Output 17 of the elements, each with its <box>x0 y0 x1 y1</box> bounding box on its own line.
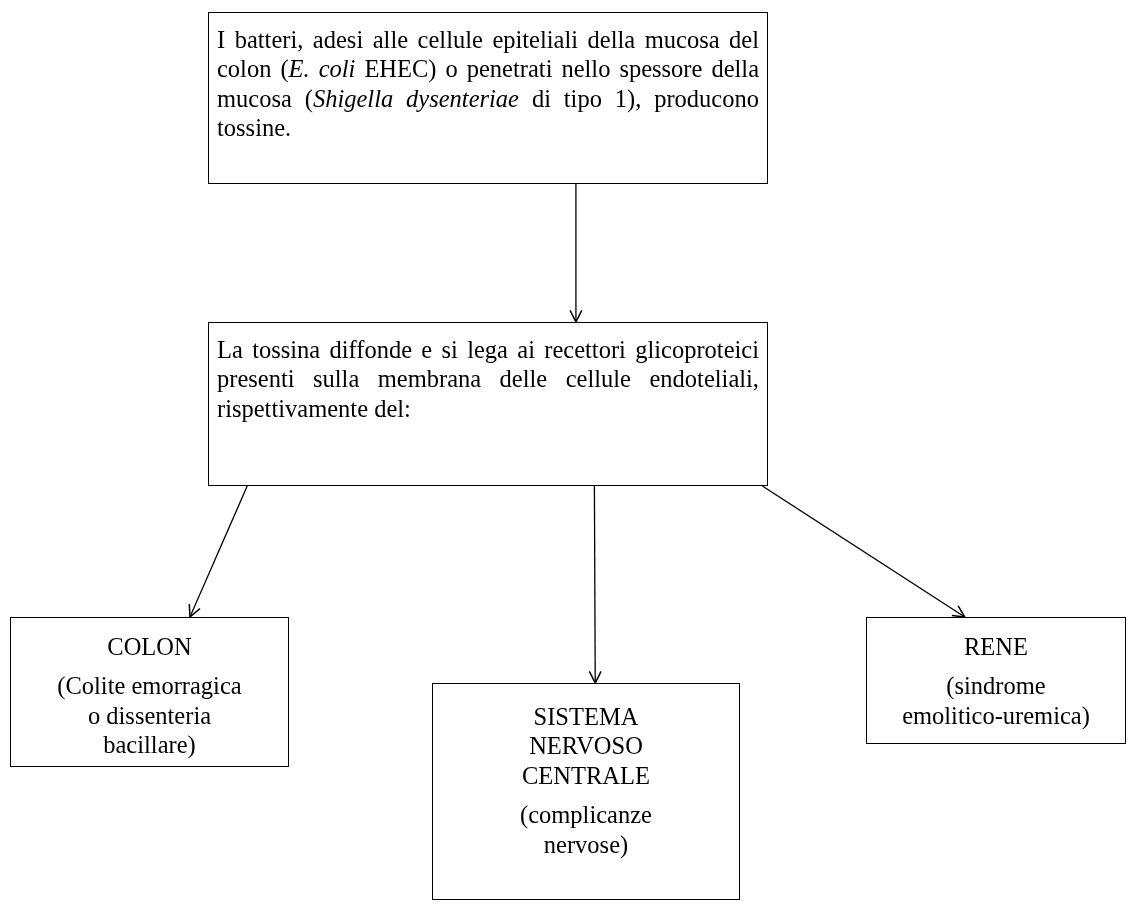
text-box <box>208 322 768 486</box>
description-text: I batteri, adesi alle cellule epiteliali della mucosa del colon (E. coli EHEC) o penetrati nello spessore della mucosa (Shigella dysenteriae di tipo 1), producono tossine. <box>217 25 759 143</box>
organ-label: COLON <box>106 632 193 662</box>
text-box <box>866 617 1126 744</box>
text-box <box>10 617 289 767</box>
organ-label: RENE <box>963 632 1029 662</box>
organ-label: SISTEMA NERVOSO CENTRALE <box>521 702 651 791</box>
condition-text: (sindrome emolitico-uremica) <box>901 671 1091 731</box>
text-box <box>432 683 740 900</box>
arrow <box>188 485 248 618</box>
arrow <box>761 485 966 618</box>
arrow <box>588 485 602 684</box>
condition-text: (complicanze nervose) <box>519 800 653 859</box>
text-box <box>208 12 768 184</box>
description-text: La tossina diffonde e si lega ai recettori glicoproteici presenti sulla membrana delle cellule endoteliali, rispettivamente del: <box>217 335 759 424</box>
condition-text: (Colite emorragica o dissenteria bacillare) <box>56 671 243 760</box>
arrow <box>569 183 583 323</box>
